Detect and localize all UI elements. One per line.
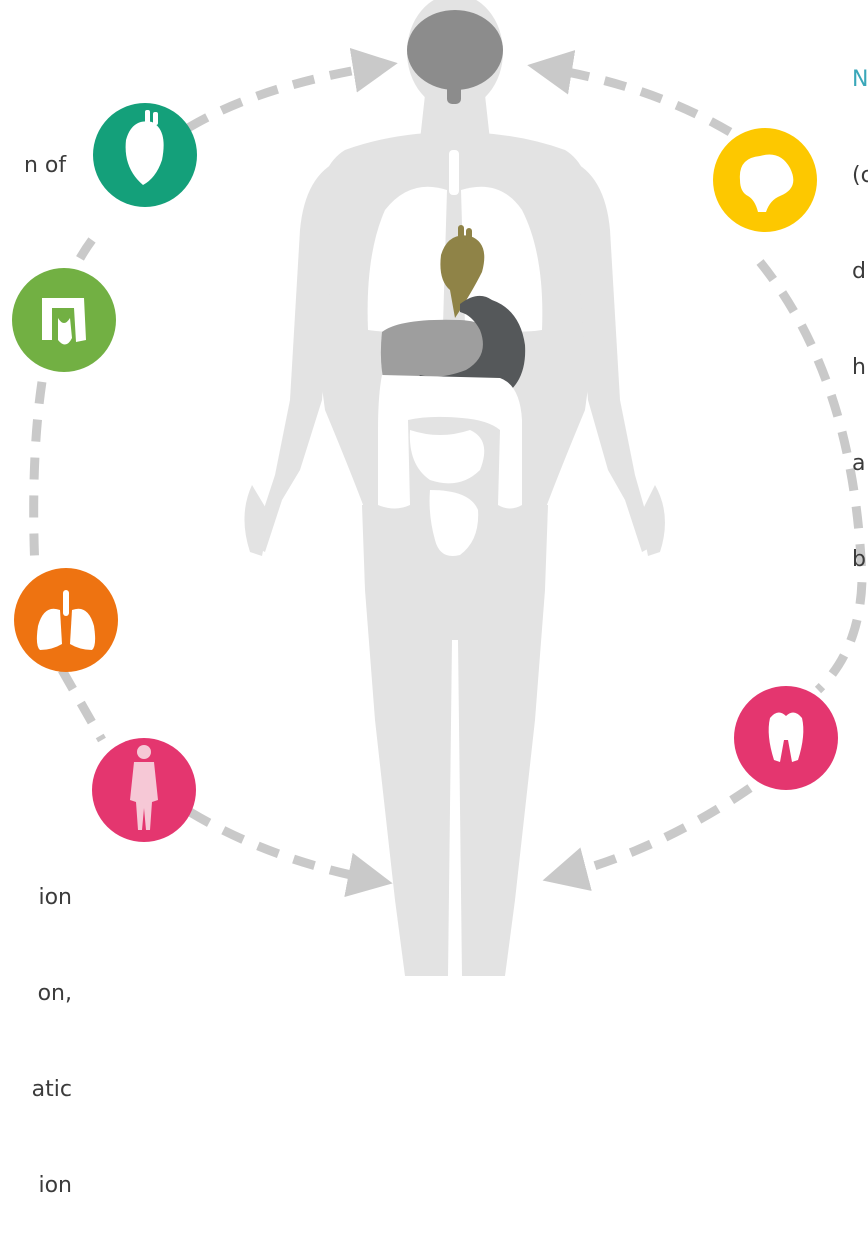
cycle-arc-top-left [188,66,380,128]
human-body-silhouette [244,0,665,976]
bottom-left-line: ion [0,882,72,914]
icon-tooth-circle [734,686,838,790]
icon-brain-circle [713,128,817,232]
icon-body-circle [92,738,196,842]
cycle-arc-right [760,262,862,690]
bottom-left-line: on, [0,978,72,1010]
cycle-arc-left-lower [62,670,102,740]
icon-intestine-circle [12,268,116,372]
top-right-heading: N [852,64,868,96]
bottom-left-text-block: ion on, atic ion [0,818,72,1234]
bottom-left-line: atic [0,1074,72,1106]
top-right-line: (c [852,160,868,192]
icon-heart-circle [93,103,197,207]
cycle-arc-bottom-right [560,788,750,876]
top-right-line: a [852,448,868,480]
top-right-text-block: N (c d h a b [852,0,868,608]
top-right-line: d [852,256,868,288]
bottom-left-line: ion [0,1170,72,1202]
top-right-line: b [852,544,868,576]
legs [362,505,548,976]
cycle-arc-top-right [545,68,730,132]
top-right-line: h [852,352,868,384]
body-cycle-diagram [0,0,868,976]
icon-lungs-circle [14,568,118,672]
top-left-text: n of [10,118,66,182]
cycle-arc-bottom-left [190,812,375,880]
